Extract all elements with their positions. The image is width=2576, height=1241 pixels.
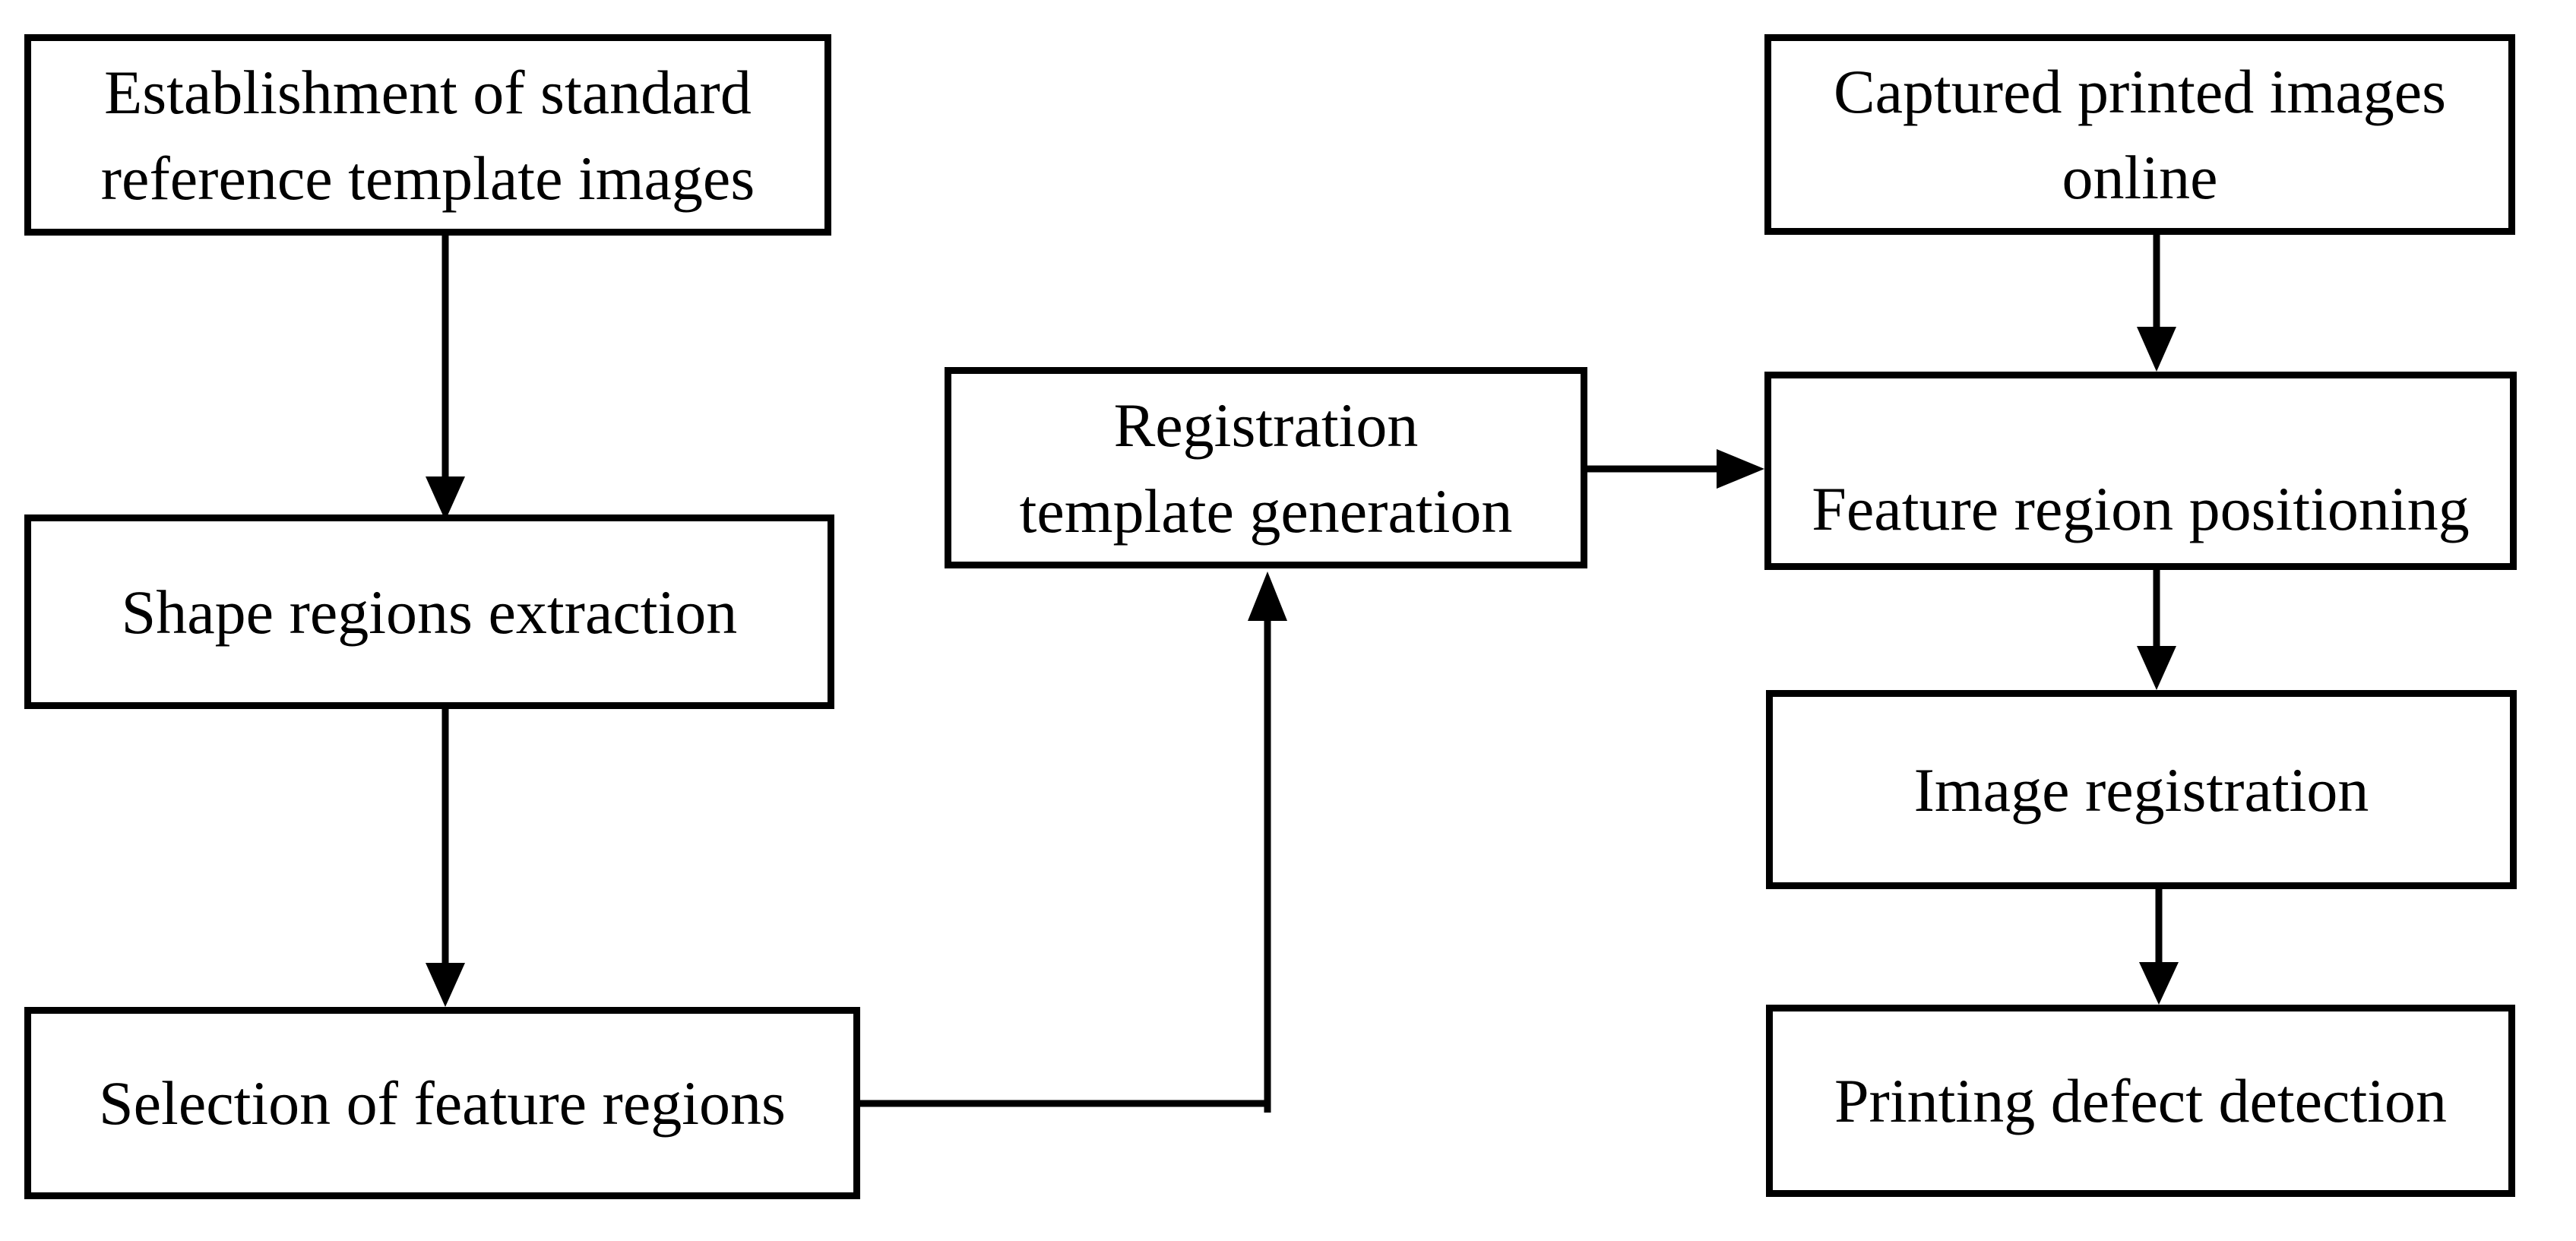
node-feature-selection: Selection of feature regions (24, 1007, 860, 1199)
edge-feature-positioning-to-image-registration (2137, 570, 2176, 690)
node-shape-extraction: Shape regions extraction (24, 514, 834, 709)
edge-captured-online-to-feature-positioning (2137, 235, 2176, 372)
node-label-line: Feature region positioning (1812, 474, 2470, 543)
node-label-line: Captured printed images (1833, 57, 2447, 126)
edge-registration-template-to-feature-positioning (1587, 449, 1764, 489)
node-label-line: Shape regions extraction (121, 577, 738, 647)
node-label-line: Selection of feature regions (99, 1068, 786, 1138)
arrowhead-right-icon (1717, 449, 1764, 489)
arrowhead-up-icon (1248, 571, 1287, 621)
arrowhead-down-icon (2139, 962, 2179, 1005)
node-label-line: Registration (1113, 390, 1419, 460)
arrowhead-down-icon (426, 476, 465, 521)
edge-feature-selection-to-registration-template (860, 571, 1287, 1113)
node-label-line: online (2062, 143, 2218, 212)
edge-image-registration-to-defect-detection (2139, 889, 2179, 1005)
node-label-line: Printing defect detection (1834, 1066, 2448, 1135)
node-feature-positioning: Feature region positioning (1764, 372, 2517, 570)
edge-establishment-to-shape-extraction (426, 236, 465, 521)
node-captured-online: Captured printed images online (1764, 34, 2515, 235)
arrowhead-down-icon (2137, 646, 2176, 690)
node-label-line: Image registration (1913, 755, 2369, 825)
node-label-line: Establishment of standard (104, 57, 752, 127)
node-establishment: Establishment of standard reference temp… (24, 34, 831, 236)
node-registration-template: Registration template generation (945, 367, 1587, 568)
arrowhead-down-icon (426, 963, 465, 1007)
edge-shape-extraction-to-feature-selection (426, 709, 465, 1007)
node-label-line: reference template images (100, 143, 755, 213)
node-image-registration: Image registration (1766, 690, 2517, 889)
arrowhead-down-icon (2137, 327, 2176, 372)
node-label-line: template generation (1019, 476, 1513, 546)
node-defect-detection: Printing defect detection (1766, 1005, 2515, 1197)
